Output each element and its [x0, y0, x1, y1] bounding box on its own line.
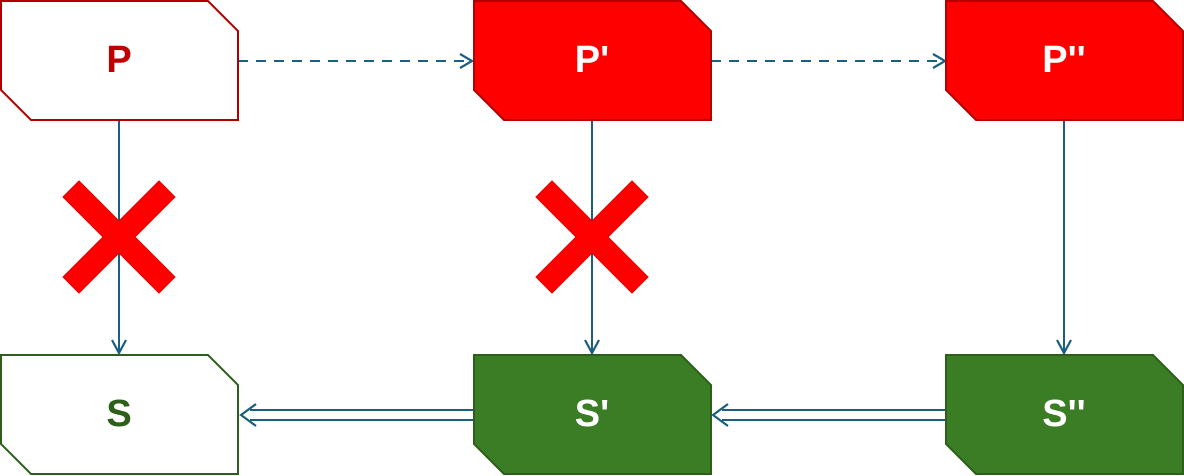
node-p: P	[0, 0, 239, 121]
edge-p-double-prime-to-s-double-prime	[1056, 120, 1072, 356]
blocked-x-icon	[62, 180, 176, 294]
node-p-prime-label: P'	[575, 39, 609, 81]
edge-p-to-p-prime	[238, 53, 475, 69]
node-s-prime-label: S'	[575, 393, 609, 435]
node-p-double-prime-label: P''	[1042, 39, 1085, 81]
edge-s-double-prime-to-s-prime	[711, 403, 946, 427]
node-s-prime: S'	[473, 354, 712, 475]
edge-p-prime-to-p-double-prime	[711, 53, 948, 69]
node-p-double-prime: P''	[945, 0, 1184, 121]
blocked-x-icon	[535, 180, 649, 294]
node-s-double-prime-label: S''	[1042, 393, 1085, 435]
node-p-prime: P'	[473, 0, 712, 121]
node-s-double-prime: S''	[945, 354, 1184, 475]
node-p-label: P	[106, 39, 131, 81]
node-s: S	[0, 354, 239, 475]
edge-s-prime-to-s	[239, 403, 474, 427]
node-s-label: S	[106, 393, 131, 435]
